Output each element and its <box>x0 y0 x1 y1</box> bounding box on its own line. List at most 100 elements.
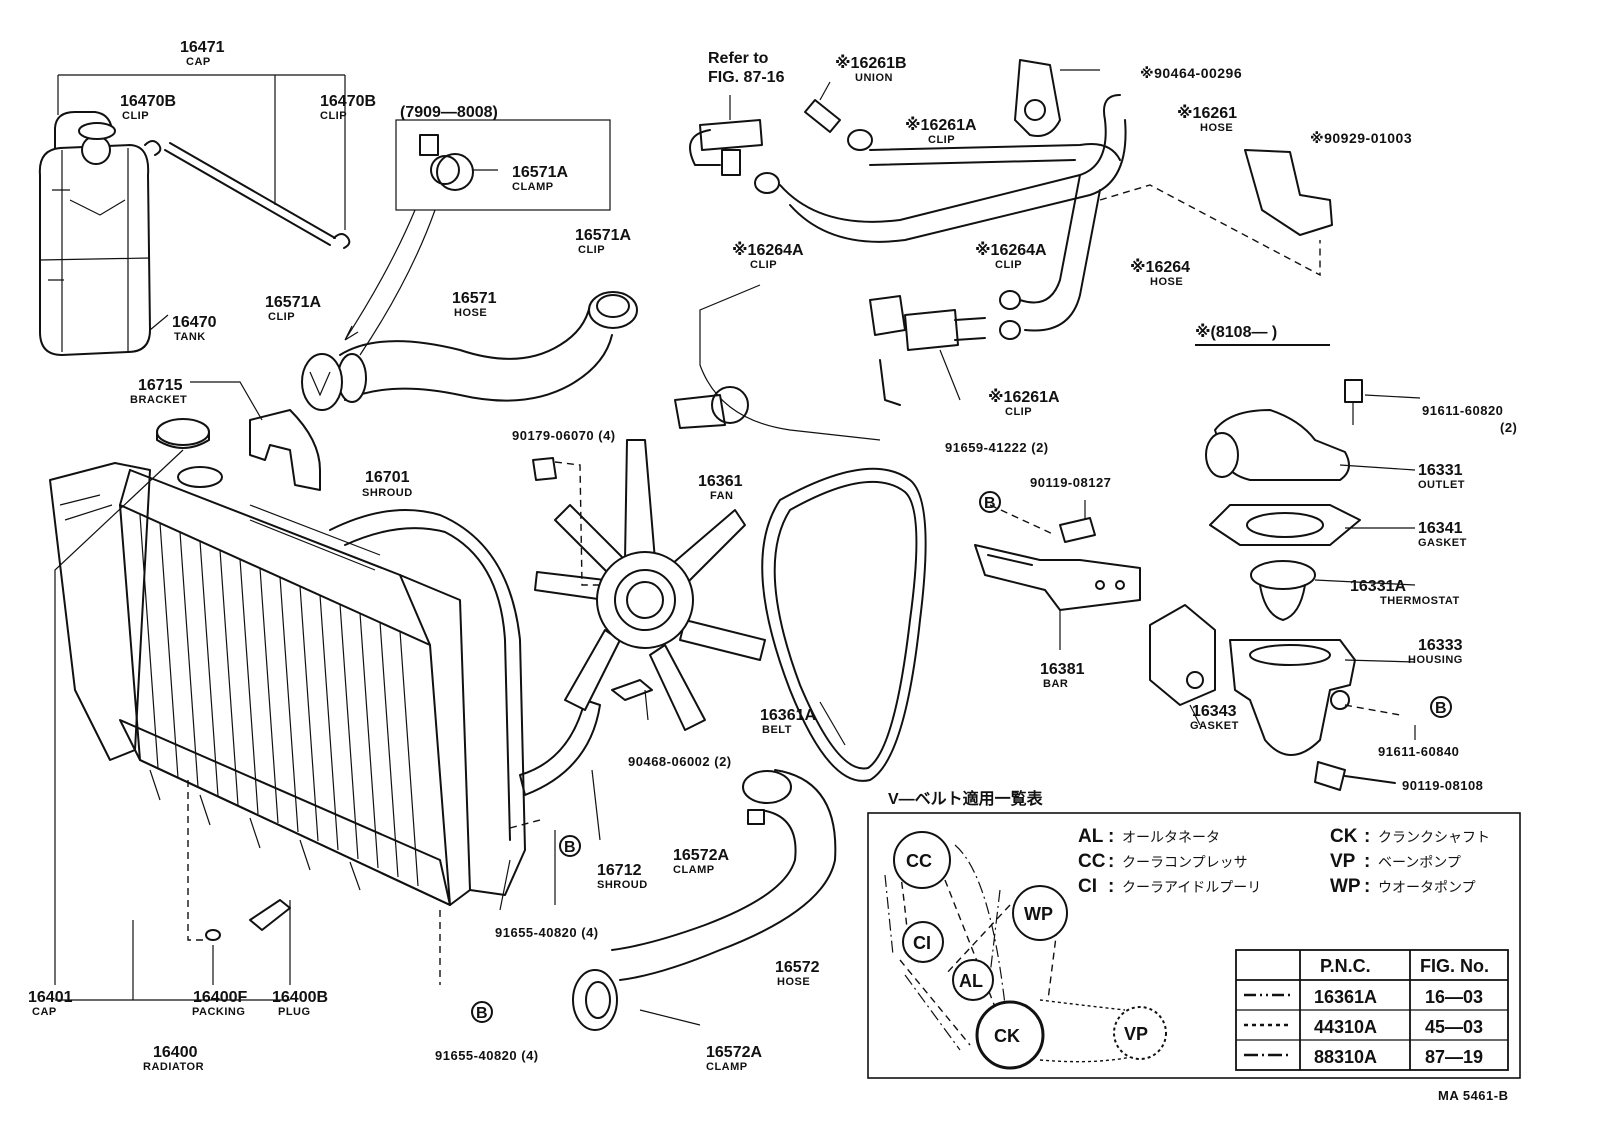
table-header-fig: FIG. No. <box>1420 956 1489 976</box>
pulley-cc <box>893 831 951 889</box>
label-16400b-name: PLUG <box>278 1006 311 1018</box>
label-16571a-left-num: 16571A <box>265 294 321 311</box>
label-16361a-num: 16361A <box>760 707 816 724</box>
thermostat-housing <box>1229 639 1356 756</box>
table-row2-pnc: 44310A <box>1314 1017 1377 1037</box>
label-16331-num: 16331 <box>1418 462 1463 479</box>
thermostat <box>1250 560 1316 590</box>
b-markers: B B B B <box>471 491 1452 1023</box>
label-16264a-mid-num: ※16264A <box>975 241 1047 259</box>
b-mark-2: B <box>564 839 576 856</box>
clip-left <box>144 140 162 156</box>
label-16261-num: ※16261 <box>1177 104 1237 122</box>
upper-hose-group <box>301 119 638 411</box>
lower-hose <box>619 769 837 981</box>
label-16264-name: HOSE <box>1150 276 1183 288</box>
pnc-table: P.N.C. FIG. No. 16361A 16—03 44310A 45—0… <box>1235 949 1509 1071</box>
pulley-al <box>952 959 994 1001</box>
radiator-group <box>49 418 471 1001</box>
upper-hose <box>339 304 591 360</box>
vbelt-title: V—ベルト適用一覧表 <box>888 789 1044 808</box>
legend-ck-code: CK <box>1330 826 1358 847</box>
overflow-tube <box>164 149 331 246</box>
label-16712-num: 16712 <box>597 862 642 879</box>
pulley-cc-label: CC <box>906 851 932 871</box>
legend-ck-desc: クランクシャフト <box>1378 829 1490 845</box>
label-16470-num: 16470 <box>172 314 217 331</box>
label-16264-num: ※16264 <box>1130 258 1190 276</box>
label-16470b-r-name: CLIP <box>320 110 347 122</box>
bracket-16715 <box>249 409 321 491</box>
pulley-wp <box>1012 885 1068 941</box>
table-row3-fig: 87—19 <box>1425 1047 1483 1067</box>
water-outlet <box>1214 409 1350 481</box>
vbelt-box <box>867 812 1521 1079</box>
label-16572-name: HOSE <box>777 976 810 988</box>
inset-box-7909 <box>395 119 611 211</box>
label-91611-b: 91611-60840 <box>1378 744 1459 759</box>
clip-right <box>333 233 351 249</box>
label-16701-name: SHROUD <box>362 487 413 499</box>
fan-belt <box>761 467 927 782</box>
gasket-16343 <box>1149 604 1216 706</box>
hose-clip-left <box>301 353 343 411</box>
svg-text::: : <box>1364 826 1370 847</box>
label-90119-a: 90119-08127 <box>1030 475 1111 490</box>
label-refer-2: FIG. 87-16 <box>708 69 785 86</box>
label-16572a-bot-name: CLAMP <box>706 1061 748 1073</box>
label-16571-num: 16571 <box>452 290 497 307</box>
label-16572a-top-name: CLAMP <box>673 864 715 876</box>
vbelt-legend: AL : オールタネータ CC : クーラコンプレッサ CI : クーラアイドル… <box>1078 826 1490 897</box>
label-16343-name: GASKET <box>1190 720 1239 732</box>
legend-ci-code: CI <box>1078 876 1097 897</box>
label-16471-name: CAP <box>186 56 211 68</box>
label-16400-name: RADIATOR <box>143 1061 204 1073</box>
label-16400f-num: 16400F <box>193 989 247 1006</box>
radiator-cap <box>156 418 210 446</box>
lower-shroud <box>519 699 601 796</box>
table-row2-fig: 45—03 <box>1425 1017 1483 1037</box>
label-16572-num: 16572 <box>775 959 820 976</box>
pulley-vp <box>1113 1006 1167 1060</box>
part-labels: 16471 CAP 16470B CLIP 16470B CLIP 16470 … <box>28 39 1517 1073</box>
shroud-group <box>190 381 601 911</box>
gasket-16341 <box>1209 504 1361 546</box>
label-16341-num: 16341 <box>1418 520 1463 537</box>
hose-clip-right <box>588 291 638 329</box>
clamp-90464 <box>1014 59 1061 137</box>
label-16715-name: BRACKET <box>130 394 187 406</box>
drain-packing <box>205 929 221 941</box>
svg-text::: : <box>1364 876 1370 897</box>
pulley-ci <box>902 921 944 963</box>
label-16331-name: OUTLET <box>1418 479 1465 491</box>
label-16343-num: 16343 <box>1192 703 1237 720</box>
label-16261a-top-num: ※16261A <box>905 116 977 134</box>
b-mark-1: B <box>984 495 996 512</box>
label-90464: ※90464-00296 <box>1140 65 1242 81</box>
legend-cc-code: CC <box>1078 851 1106 872</box>
b-mark-3: B <box>476 1005 488 1022</box>
legend-cc-desc: クーラコンプレッサ <box>1122 854 1248 870</box>
label-16470-name: TANK <box>174 331 206 343</box>
pulley-ci-label: CI <box>913 933 931 953</box>
label-16470b-l-num: 16470B <box>120 93 176 110</box>
label-16261a-mid-name: CLIP <box>1005 406 1032 418</box>
label-16712-name: SHROUD <box>597 879 648 891</box>
reserve-tank-group <box>38 74 351 356</box>
table-row1-pnc: 16361A <box>1314 987 1377 1007</box>
label-91611-a-qty: (2) <box>1500 420 1517 435</box>
legend-wp-desc: ウオータポンプ <box>1378 879 1476 895</box>
label-16400b-num: 16400B <box>272 989 328 1006</box>
table-row1-fig: 16—03 <box>1425 987 1483 1007</box>
thermostat-group <box>974 379 1421 791</box>
label-16401-name: CAP <box>32 1006 57 1018</box>
label-16571-name: HOSE <box>454 307 487 319</box>
label-91655-a: 91655-40820 (4) <box>495 925 599 940</box>
catalog-number: MA 5461-B <box>1438 1088 1508 1103</box>
label-16571a-box-num: 16571A <box>512 164 568 181</box>
label-16261b-name: UNION <box>855 72 893 84</box>
label-range-7909: (7909—8008) <box>400 104 498 121</box>
svg-text::: : <box>1108 851 1114 872</box>
label-16361-num: 16361 <box>698 473 743 490</box>
label-16471-num: 16471 <box>180 39 225 56</box>
